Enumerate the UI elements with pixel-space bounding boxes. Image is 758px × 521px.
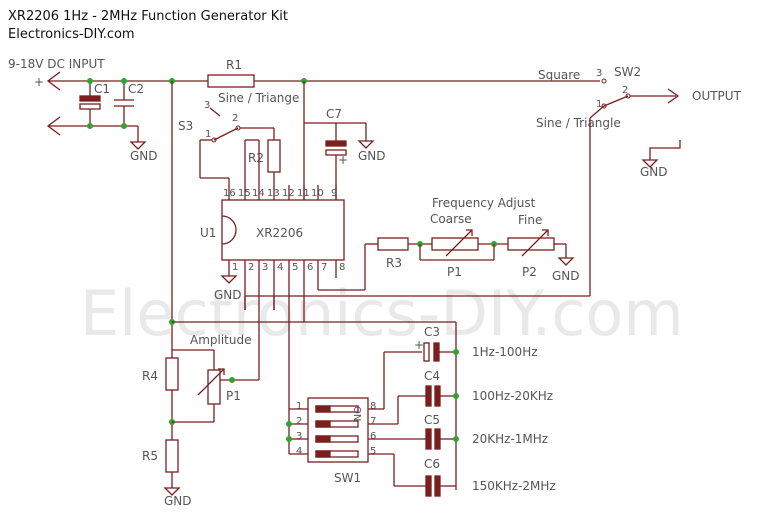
output-label: OUTPUT (692, 89, 742, 103)
sw1-pin-6: 6 (370, 431, 376, 442)
s3-pin-3: 3 (204, 100, 210, 111)
square-label: Square (538, 68, 580, 82)
pin-12: 12 (282, 188, 295, 199)
gnd-label-p2: GND (552, 269, 580, 283)
s3-pin-2: 2 (232, 113, 238, 124)
coarse-label: Coarse (430, 212, 472, 226)
sw2-pin-3: 3 (596, 68, 602, 79)
p1-label: P1 (447, 265, 462, 279)
u1-label: U1 (200, 226, 216, 240)
dip-switch-sw1: ON SW1 1 2 3 4 8 7 6 5 (286, 351, 426, 487)
pin-10: 10 (311, 188, 324, 199)
c4-label: C4 (424, 369, 440, 383)
gnd-label-c7: GND (358, 149, 386, 163)
pin-14: 14 (252, 188, 265, 199)
fine-label: Fine (518, 213, 542, 227)
pin-3: 3 (262, 262, 268, 273)
output-arrow (667, 88, 680, 104)
sw1-pin-3: 3 (296, 431, 302, 442)
switch-s3: S3 3 2 1 (178, 100, 275, 178)
sw1-pin-4: 4 (296, 446, 302, 457)
amplitude-label: Amplitude (190, 333, 252, 347)
c2-label: C2 (128, 82, 144, 96)
c1-label: C1 (94, 82, 110, 96)
c3-plus: + (414, 338, 424, 352)
sw2-label: SW2 (614, 65, 641, 79)
pin-5: 5 (292, 262, 298, 273)
sw1-pin-7: 7 (370, 416, 376, 427)
gnd-label-pin1: GND (214, 288, 242, 302)
dc-input-label: 9-18V DC INPUT (8, 57, 105, 71)
pin-6: 6 (307, 262, 313, 273)
gnd-label-output: GND (640, 165, 668, 179)
range-100hz-20khz: 100Hz-20KHz (472, 389, 553, 403)
switch-sw2: Square SW2 3 2 1 OUTPUT Sine / Triangle … (536, 65, 742, 296)
pin-1: 1 (232, 262, 238, 273)
s3-pin-1: 1 (205, 129, 211, 140)
capacitor-c2: C2 (114, 81, 144, 126)
watermark: Electronics-DIY.com (80, 277, 684, 350)
range-1hz-100hz: 1Hz-100Hz (472, 345, 538, 359)
timing-capacitors: C3 + 1Hz-100Hz C4 100Hz-20KHz C5 20KHz-1… (414, 325, 556, 497)
range-20khz-1mhz: 20KHz-1MHz (472, 432, 548, 446)
r1-label: R1 (226, 58, 242, 72)
c3-label: C3 (424, 325, 440, 339)
r5-label: R5 (142, 449, 158, 463)
c7-plus: + (338, 153, 348, 167)
c5-label: C5 (424, 413, 440, 427)
sw1-pin-8: 8 (370, 401, 376, 412)
c7-label: C7 (326, 107, 342, 121)
frequency-adjust: Frequency Adjust Coarse Fine R3 P1 P2 GN… (377, 196, 580, 283)
pin-8: 8 (339, 262, 345, 273)
sw2-pin-2: 2 (622, 85, 628, 96)
resistor-r2: R2 (248, 139, 281, 185)
resistor-r1: R1 Sine / Triange (207, 58, 299, 105)
sine-triangle-label: Sine / Triangle (536, 116, 621, 130)
r1-note: Sine / Triange (218, 91, 299, 105)
c6-label: C6 (424, 457, 440, 471)
gnd-label-r5: GND (164, 494, 192, 508)
gnd-symbol (129, 141, 147, 150)
pin-15: 15 (238, 188, 251, 199)
pin-2: 2 (248, 262, 254, 273)
pin-9: 9 (331, 188, 337, 199)
freq-adjust-label: Frequency Adjust (432, 196, 536, 210)
sw1-pin-1: 1 (296, 401, 302, 412)
sw1-pin-2: 2 (296, 416, 302, 427)
pin-13: 13 (267, 188, 280, 199)
site-name: Electronics-DIY.com (8, 27, 135, 42)
pin-11: 11 (297, 188, 310, 199)
plus-label: + (34, 75, 44, 89)
amplitude-section: Amplitude R4 R5 GND P1 (142, 333, 259, 508)
sw2-pin-1: 1 (596, 99, 602, 110)
chip-label: XR2206 (256, 226, 303, 240)
sw1-on-label: ON (351, 406, 362, 421)
sw1-pin-5: 5 (370, 446, 376, 457)
page-title: XR2206 1Hz - 2MHz Function Generator Kit (8, 9, 288, 24)
range-150khz-2mhz: 150KHz-2MHz (472, 479, 556, 493)
capacitor-c1: C1 (79, 81, 110, 126)
s3-label: S3 (178, 119, 193, 133)
pin-7: 7 (321, 262, 327, 273)
capacitor-c7: GND + C7 (303, 81, 386, 200)
pin-16: 16 (223, 188, 236, 199)
p1-amplitude-label: P1 (226, 389, 241, 403)
r3-label: R3 (386, 256, 402, 270)
gnd-label: GND (130, 149, 158, 163)
r4-label: R4 (142, 369, 158, 383)
p2-label: P2 (522, 265, 537, 279)
sw1-label: SW1 (334, 471, 361, 485)
r2-label: R2 (248, 151, 264, 165)
chip-top-pins: 16 15 14 13 12 11 10 9 (223, 185, 337, 200)
pin-4: 4 (277, 262, 283, 273)
